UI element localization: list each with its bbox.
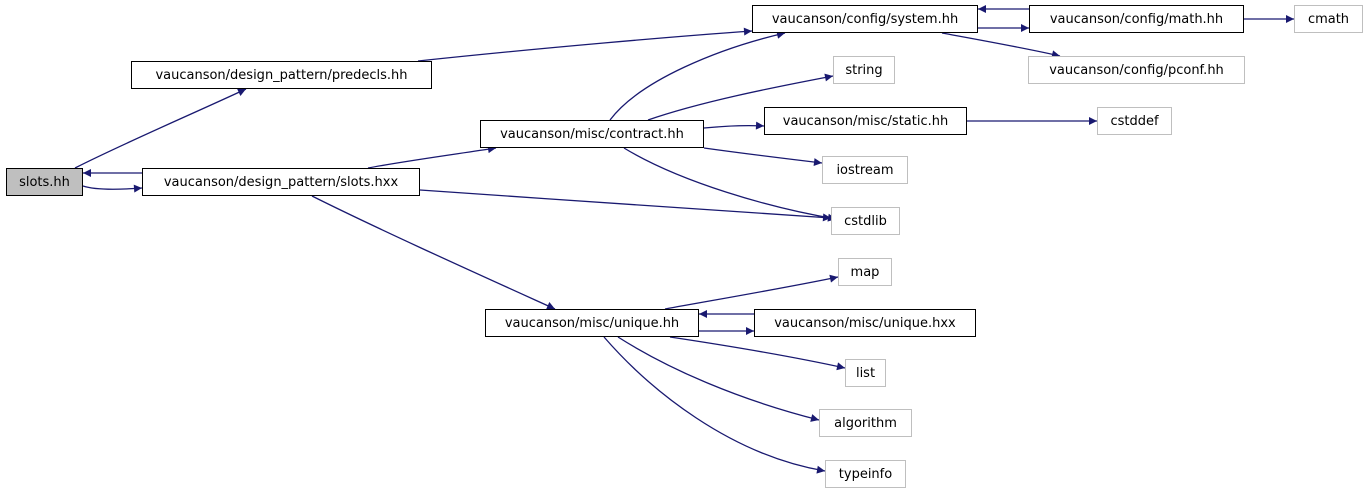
edge-slots_hxx-to-cstdlib [419, 189, 832, 222]
node-unique-hxx[interactable]: vaucanson/misc/unique.hxx [754, 309, 976, 337]
edge-unique_hh-to-map [664, 274, 839, 310]
node-pconf-hh: vaucanson/config/pconf.hh [1028, 56, 1245, 84]
node-iostream: iostream [822, 156, 908, 184]
node-contract-hh[interactable]: vaucanson/misc/contract.hh [480, 120, 704, 148]
node-unique-hh[interactable]: vaucanson/misc/unique.hh [485, 309, 699, 337]
node-cstddef: cstddef [1097, 107, 1172, 135]
edge-predecls-to-system [417, 27, 753, 62]
edge-slots_hh-to-predecls [74, 88, 247, 169]
node-cstdlib: cstdlib [831, 207, 900, 235]
node-predecls-hh[interactable]: vaucanson/design_pattern/predecls.hh [131, 61, 432, 89]
edge-unique_hh-to-typeinfo [603, 336, 826, 474]
edge-unique_hh-to-list [669, 336, 846, 371]
edge-slots_hxx-to-unique_hh [311, 195, 556, 310]
node-slots-hh: slots.hh [6, 168, 83, 196]
node-list: list [845, 359, 886, 387]
edge-contract-to-system [609, 30, 786, 121]
edge-contract-to-static [703, 121, 765, 130]
edge-contract-to-cstdlib [623, 147, 837, 222]
edge-slots_hh-to-slots_hxx [82, 184, 143, 193]
node-string: string [833, 56, 895, 84]
node-system-hh[interactable]: vaucanson/config/system.hh [752, 5, 978, 33]
edge-system-to-pconf [941, 32, 1061, 59]
node-slots-hxx[interactable]: vaucanson/design_pattern/slots.hxx [142, 168, 420, 196]
node-math-hh[interactable]: vaucanson/config/math.hh [1029, 5, 1244, 33]
node-typeinfo: typeinfo [825, 460, 906, 488]
edge-group [74, 5, 1294, 474]
node-cmath: cmath [1294, 5, 1363, 33]
edge-contract-to-string [647, 73, 834, 121]
edge-slots_hxx-to-contract [367, 145, 497, 169]
edge-contract-to-iostream [703, 147, 823, 167]
node-algorithm: algorithm [819, 409, 912, 437]
node-map: map [838, 258, 892, 286]
edge-unique_hh-to-algorithm [617, 336, 820, 422]
node-static-hh[interactable]: vaucanson/misc/static.hh [764, 107, 967, 135]
